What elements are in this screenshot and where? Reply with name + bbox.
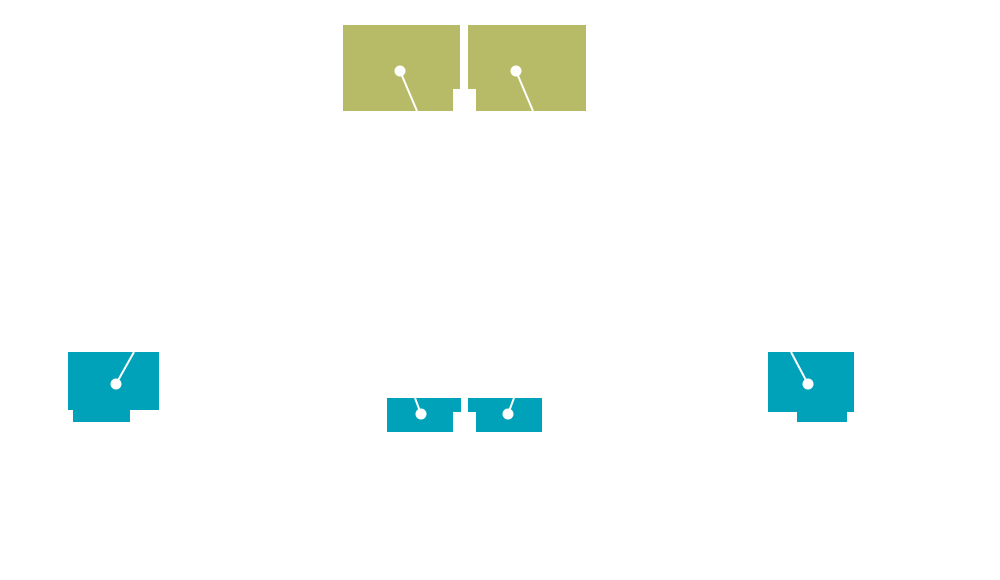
center-right-pin — [502, 408, 514, 420]
center-left-pin — [415, 408, 427, 420]
top-block-group — [343, 25, 586, 112]
center-left-block-body — [387, 410, 453, 432]
left-pin-line — [115, 351, 135, 385]
top-left-pin-line — [399, 70, 418, 112]
center-block-group — [387, 397, 542, 432]
left-pin — [110, 378, 122, 390]
right-pin — [802, 378, 814, 390]
left-block-base — [73, 408, 130, 422]
top-right-pin — [510, 65, 522, 77]
left-block-group — [68, 351, 159, 422]
right-pin-line — [790, 351, 809, 385]
center-right-block — [468, 398, 542, 412]
top-left-pin — [394, 65, 406, 77]
top-center-connector — [453, 89, 476, 111]
center-left-block — [387, 398, 461, 412]
top-right-pin-line — [515, 70, 534, 112]
right-block-base — [797, 408, 847, 422]
center-right-block-body — [476, 410, 542, 432]
right-block-group — [768, 351, 854, 422]
